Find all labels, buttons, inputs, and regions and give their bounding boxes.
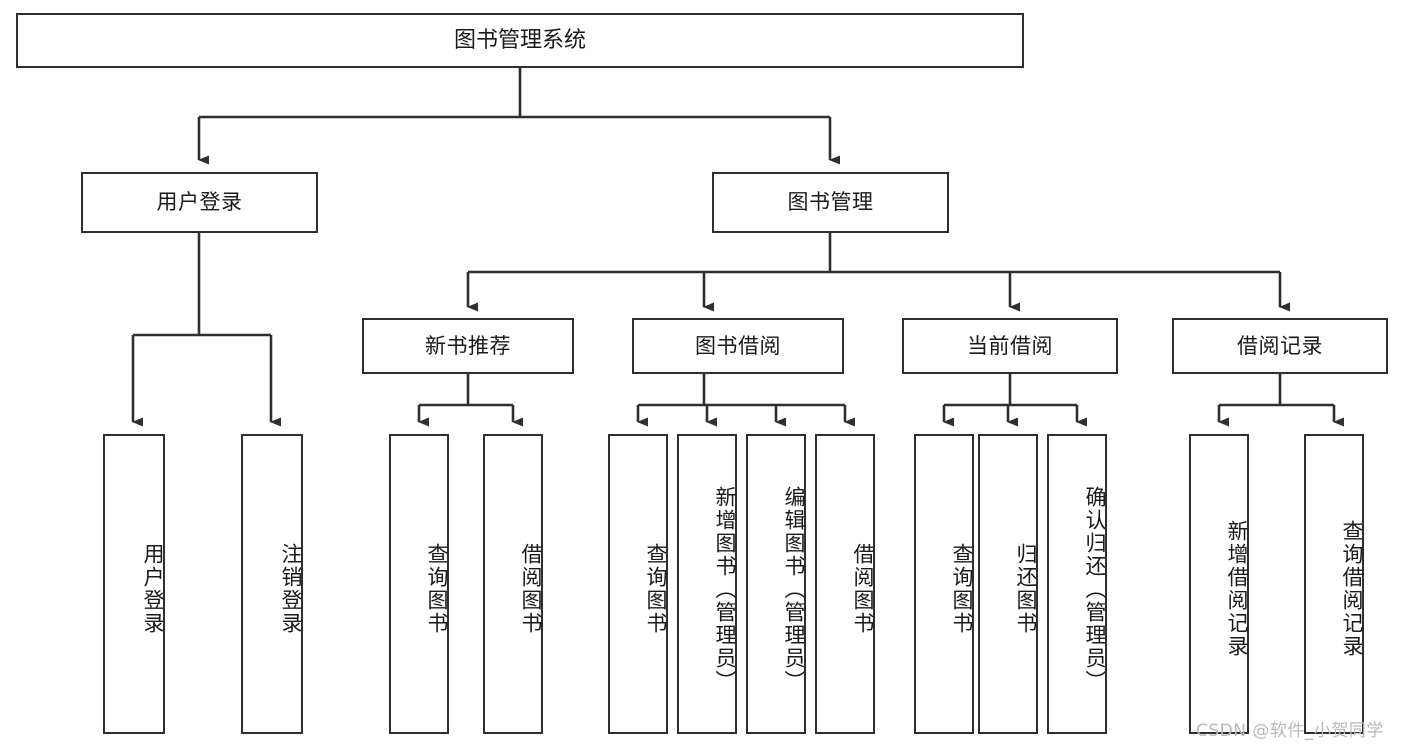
node-label: 新书推荐	[425, 333, 511, 358]
node-label: 用户登录	[141, 543, 165, 635]
node-current-borrow[interactable]: 当前借阅	[902, 318, 1118, 374]
leaf-user-login[interactable]: 用户登录	[103, 434, 165, 734]
node-label: 查询图书	[644, 543, 668, 635]
node-label: 借阅图书	[519, 543, 543, 635]
node-label: 新增借阅记录	[1225, 520, 1249, 658]
node-label: 用户登录	[156, 190, 243, 215]
node-new-book-recommend[interactable]: 新书推荐	[362, 318, 574, 374]
leaf-recommend-borrow-book[interactable]: 借阅图书	[483, 434, 543, 734]
node-book-management[interactable]: 图书管理	[712, 172, 949, 233]
leaf-borrow-edit-book-admin[interactable]: 编辑图书（管理员）	[746, 434, 806, 734]
leaf-current-confirm-return-admin[interactable]: 确认归还（管理员）	[1047, 434, 1107, 734]
node-label: 编辑图书（管理员）	[782, 485, 806, 693]
node-label: 查询图书	[425, 543, 449, 635]
node-user-login[interactable]: 用户登录	[81, 172, 318, 233]
leaf-current-return-book[interactable]: 归还图书	[978, 434, 1038, 734]
node-label: 查询借阅记录	[1340, 520, 1364, 658]
leaf-borrow-add-book-admin[interactable]: 新增图书（管理员）	[677, 434, 737, 734]
leaf-record-query-record[interactable]: 查询借阅记录	[1304, 434, 1364, 734]
leaf-record-add-record[interactable]: 新增借阅记录	[1189, 434, 1249, 734]
node-label: 归还图书	[1014, 543, 1038, 635]
node-label: 图书借阅	[695, 333, 781, 358]
node-book-borrow[interactable]: 图书借阅	[632, 318, 844, 374]
leaf-borrow-query-book[interactable]: 查询图书	[608, 434, 668, 734]
node-label: 借阅记录	[1237, 333, 1323, 358]
node-borrow-record[interactable]: 借阅记录	[1172, 318, 1388, 374]
node-label: 查询图书	[950, 543, 974, 635]
node-label: 当前借阅	[967, 333, 1053, 358]
node-label: 确认归还（管理员）	[1083, 485, 1107, 693]
node-label: 借阅图书	[851, 543, 875, 635]
node-label: 图书管理	[787, 190, 874, 215]
node-label: 注销登录	[279, 543, 303, 635]
node-label: 图书管理系统	[453, 27, 586, 53]
node-label: 新增图书（管理员）	[713, 485, 737, 693]
leaf-recommend-query-book[interactable]: 查询图书	[389, 434, 449, 734]
node-root-system[interactable]: 图书管理系统	[16, 13, 1024, 68]
csdn-watermark: CSDN @软件_小贺同学	[1196, 721, 1384, 741]
leaf-user-logout[interactable]: 注销登录	[241, 434, 303, 734]
leaf-borrow-borrow-book[interactable]: 借阅图书	[815, 434, 875, 734]
leaf-current-query-book[interactable]: 查询图书	[914, 434, 974, 734]
